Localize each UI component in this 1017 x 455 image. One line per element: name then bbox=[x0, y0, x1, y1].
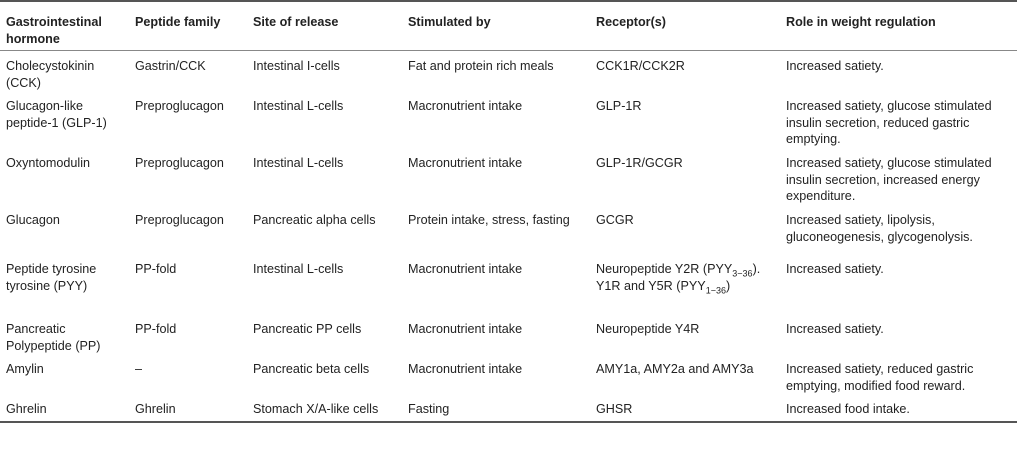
cell-role: Increased satiety, reduced gastric empty… bbox=[786, 362, 974, 393]
table-row: Amylin – Pancreatic beta cells Macronutr… bbox=[0, 354, 1017, 394]
column-header-family: Peptide family bbox=[129, 0, 247, 51]
cell-hormone: Glucagon bbox=[6, 213, 60, 227]
table-row: Glucagon Preproglucagon Pancreatic alpha… bbox=[0, 205, 1017, 254]
cell-family: PP-fold bbox=[135, 322, 177, 336]
cell-site: Intestinal L-cells bbox=[253, 99, 344, 113]
cell-stimulus: Macronutrient intake bbox=[408, 322, 523, 336]
column-header-role: Role in weight regulation bbox=[780, 0, 1017, 51]
cell-hormone: Amylin bbox=[6, 362, 44, 376]
cell-site: Pancreatic PP cells bbox=[253, 322, 362, 336]
cell-receptor: Neuropeptide Y2R (PYY3−36). Y1R and Y5R … bbox=[590, 254, 780, 314]
cell-family: Preproglucagon bbox=[135, 156, 224, 170]
cell-family: PP-fold bbox=[135, 262, 177, 276]
column-header-hormone: Gastrointestinal hormone bbox=[0, 0, 129, 51]
cell-stimulus: Macronutrient intake bbox=[408, 262, 523, 276]
cell-site: Pancreatic beta cells bbox=[253, 362, 370, 376]
receptor-subscript: 1−36 bbox=[705, 285, 726, 296]
cell-site: Pancreatic alpha cells bbox=[253, 213, 376, 227]
cell-hormone: Glucagon-like peptide-1 (GLP-1) bbox=[6, 99, 107, 130]
receptor-text: Neuropeptide Y2R (PYY bbox=[596, 262, 733, 276]
cell-role: Increased satiety, glucose stimulated in… bbox=[786, 99, 992, 146]
table-row: Oxyntomodulin Preproglucagon Intestinal … bbox=[0, 148, 1017, 205]
table-body: Cholecystokinin (CCK) Gastrin/CCK Intest… bbox=[0, 51, 1017, 423]
table-row: Pancreatic Polypeptide (PP) PP-fold Panc… bbox=[0, 314, 1017, 354]
cell-family: – bbox=[135, 362, 143, 376]
cell-site: Intestinal I-cells bbox=[253, 59, 340, 73]
cell-role: Increased satiety, lipolysis, gluconeoge… bbox=[786, 213, 973, 244]
cell-hormone: Cholecystokinin (CCK) bbox=[6, 59, 95, 90]
cell-receptor: GHSR bbox=[590, 394, 780, 423]
column-header-receptor: Receptor(s) bbox=[590, 0, 780, 51]
cell-receptor: Neuropeptide Y4R bbox=[596, 322, 700, 336]
cell-role: Increased satiety. bbox=[786, 262, 884, 276]
cell-role: Increased satiety. bbox=[786, 322, 884, 336]
cell-family: Preproglucagon bbox=[135, 99, 224, 113]
cell-hormone: Ghrelin bbox=[0, 394, 129, 423]
cell-hormone: Pancreatic Polypeptide (PP) bbox=[6, 322, 101, 353]
cell-family: Gastrin/CCK bbox=[135, 59, 206, 73]
cell-receptor: CCK1R/CCK2R bbox=[596, 59, 685, 73]
table-row: Glucagon-like peptide-1 (GLP-1) Preprogl… bbox=[0, 91, 1017, 148]
cell-receptor: GLP-1R bbox=[596, 99, 642, 113]
table-row: Cholecystokinin (CCK) Gastrin/CCK Intest… bbox=[0, 51, 1017, 92]
cell-family: Ghrelin bbox=[129, 394, 247, 423]
cell-stimulus: Macronutrient intake bbox=[408, 362, 523, 376]
table-row: Peptide tyrosine tyrosine (PYY) PP-fold … bbox=[0, 254, 1017, 314]
cell-stimulus: Macronutrient intake bbox=[408, 99, 523, 113]
table-header: Gastrointestinal hormone Peptide family … bbox=[0, 0, 1017, 51]
cell-stimulus: Protein intake, stress, fasting bbox=[408, 213, 570, 227]
cell-role: Increased satiety, glucose stimulated in… bbox=[786, 156, 992, 203]
cell-role: Increased satiety. bbox=[786, 59, 884, 73]
header-row: Gastrointestinal hormone Peptide family … bbox=[0, 0, 1017, 51]
table-row: Ghrelin Ghrelin Stomach X/A-like cells F… bbox=[0, 394, 1017, 423]
receptor-subscript: 3−36 bbox=[732, 268, 753, 279]
cell-receptor: GCGR bbox=[596, 213, 634, 227]
receptor-text: ). Y1R and Y5R (PYY bbox=[596, 262, 761, 293]
cell-role: Increased food intake. bbox=[780, 394, 1017, 423]
cell-family: Preproglucagon bbox=[135, 213, 224, 227]
cell-hormone: Oxyntomodulin bbox=[6, 156, 90, 170]
column-header-site: Site of release bbox=[247, 0, 402, 51]
cell-stimulus: Macronutrient intake bbox=[408, 156, 523, 170]
hormone-table: Gastrointestinal hormone Peptide family … bbox=[0, 0, 1017, 423]
receptor-text: ) bbox=[725, 278, 731, 293]
cell-site: Stomach X/A-like cells bbox=[247, 394, 402, 423]
cell-site: Intestinal L-cells bbox=[253, 262, 344, 276]
cell-receptor: AMY1a, AMY2a and AMY3a bbox=[596, 362, 754, 376]
cell-receptor: GLP-1R/GCGR bbox=[596, 156, 683, 170]
cell-stimulus: Fasting bbox=[402, 394, 590, 423]
cell-site: Intestinal L-cells bbox=[253, 156, 344, 170]
column-header-stimulus: Stimulated by bbox=[402, 0, 590, 51]
cell-stimulus: Fat and protein rich meals bbox=[408, 59, 554, 73]
cell-hormone: Peptide tyrosine tyrosine (PYY) bbox=[6, 262, 97, 293]
